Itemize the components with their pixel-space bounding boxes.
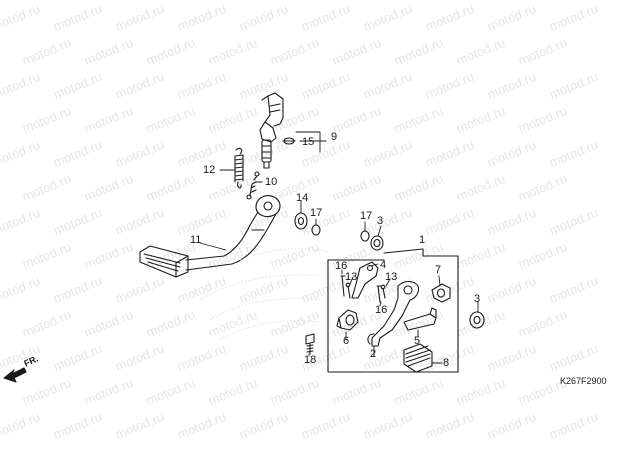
callout-3-lower: 3 [474, 293, 481, 305]
part-16-pin-b [376, 285, 382, 303]
engine-ghost-outline [199, 248, 331, 341]
part-17-snapring-b [360, 230, 370, 242]
callout-2: 2 [370, 348, 377, 360]
callout-17-right: 17 [360, 210, 373, 222]
part-16-pin-a [340, 275, 346, 297]
callout-5: 5 [414, 335, 421, 347]
callout-15: 15 [302, 136, 315, 148]
callout-8: 8 [443, 357, 450, 369]
leader-lines [199, 131, 479, 364]
callout-1: 1 [419, 234, 426, 246]
callout-12: 12 [203, 164, 216, 176]
part-18-bolt [305, 333, 315, 355]
part-17-snapring-a [311, 224, 321, 236]
callout-13-right: 13 [385, 271, 398, 283]
part-2-shift-arm [367, 280, 420, 347]
part-10-spring [246, 171, 260, 200]
diagram-code: K267F2900 [560, 376, 607, 386]
callout-17-left: 17 [310, 207, 323, 219]
part-14-washer [294, 212, 308, 230]
part-13-pin-b [380, 284, 386, 299]
part-7-joint [431, 283, 451, 303]
assembly-box-1 [327, 248, 459, 373]
callout-10: 10 [265, 176, 278, 188]
part-6-joint [336, 309, 359, 331]
callout-14: 14 [296, 192, 309, 204]
part-3-washer-b [469, 311, 485, 329]
part-11-brake-pedal [139, 195, 281, 278]
part-8-shift-rubber [403, 343, 433, 373]
callout-6: 6 [343, 335, 350, 347]
callout-13-left: 13 [345, 271, 358, 283]
callout-7: 7 [435, 264, 442, 276]
callout-9: 9 [331, 131, 338, 143]
front-arrow-icon [3, 367, 27, 383]
part-4-link [351, 261, 379, 299]
callout-3-upper: 3 [377, 215, 384, 227]
part-9-actuator [259, 92, 284, 169]
callout-16-left: 16 [335, 260, 348, 272]
callout-4: 4 [380, 259, 387, 271]
part-5-shift-link [403, 307, 437, 331]
part-15-clip [282, 137, 296, 145]
callout-16-right: 16 [375, 304, 388, 316]
part-13-pin-a [345, 282, 351, 299]
part-12-spring [234, 147, 244, 189]
callout-18: 18 [304, 354, 317, 366]
part-3-seal-a [370, 235, 384, 251]
callout-11: 11 [190, 234, 202, 246]
